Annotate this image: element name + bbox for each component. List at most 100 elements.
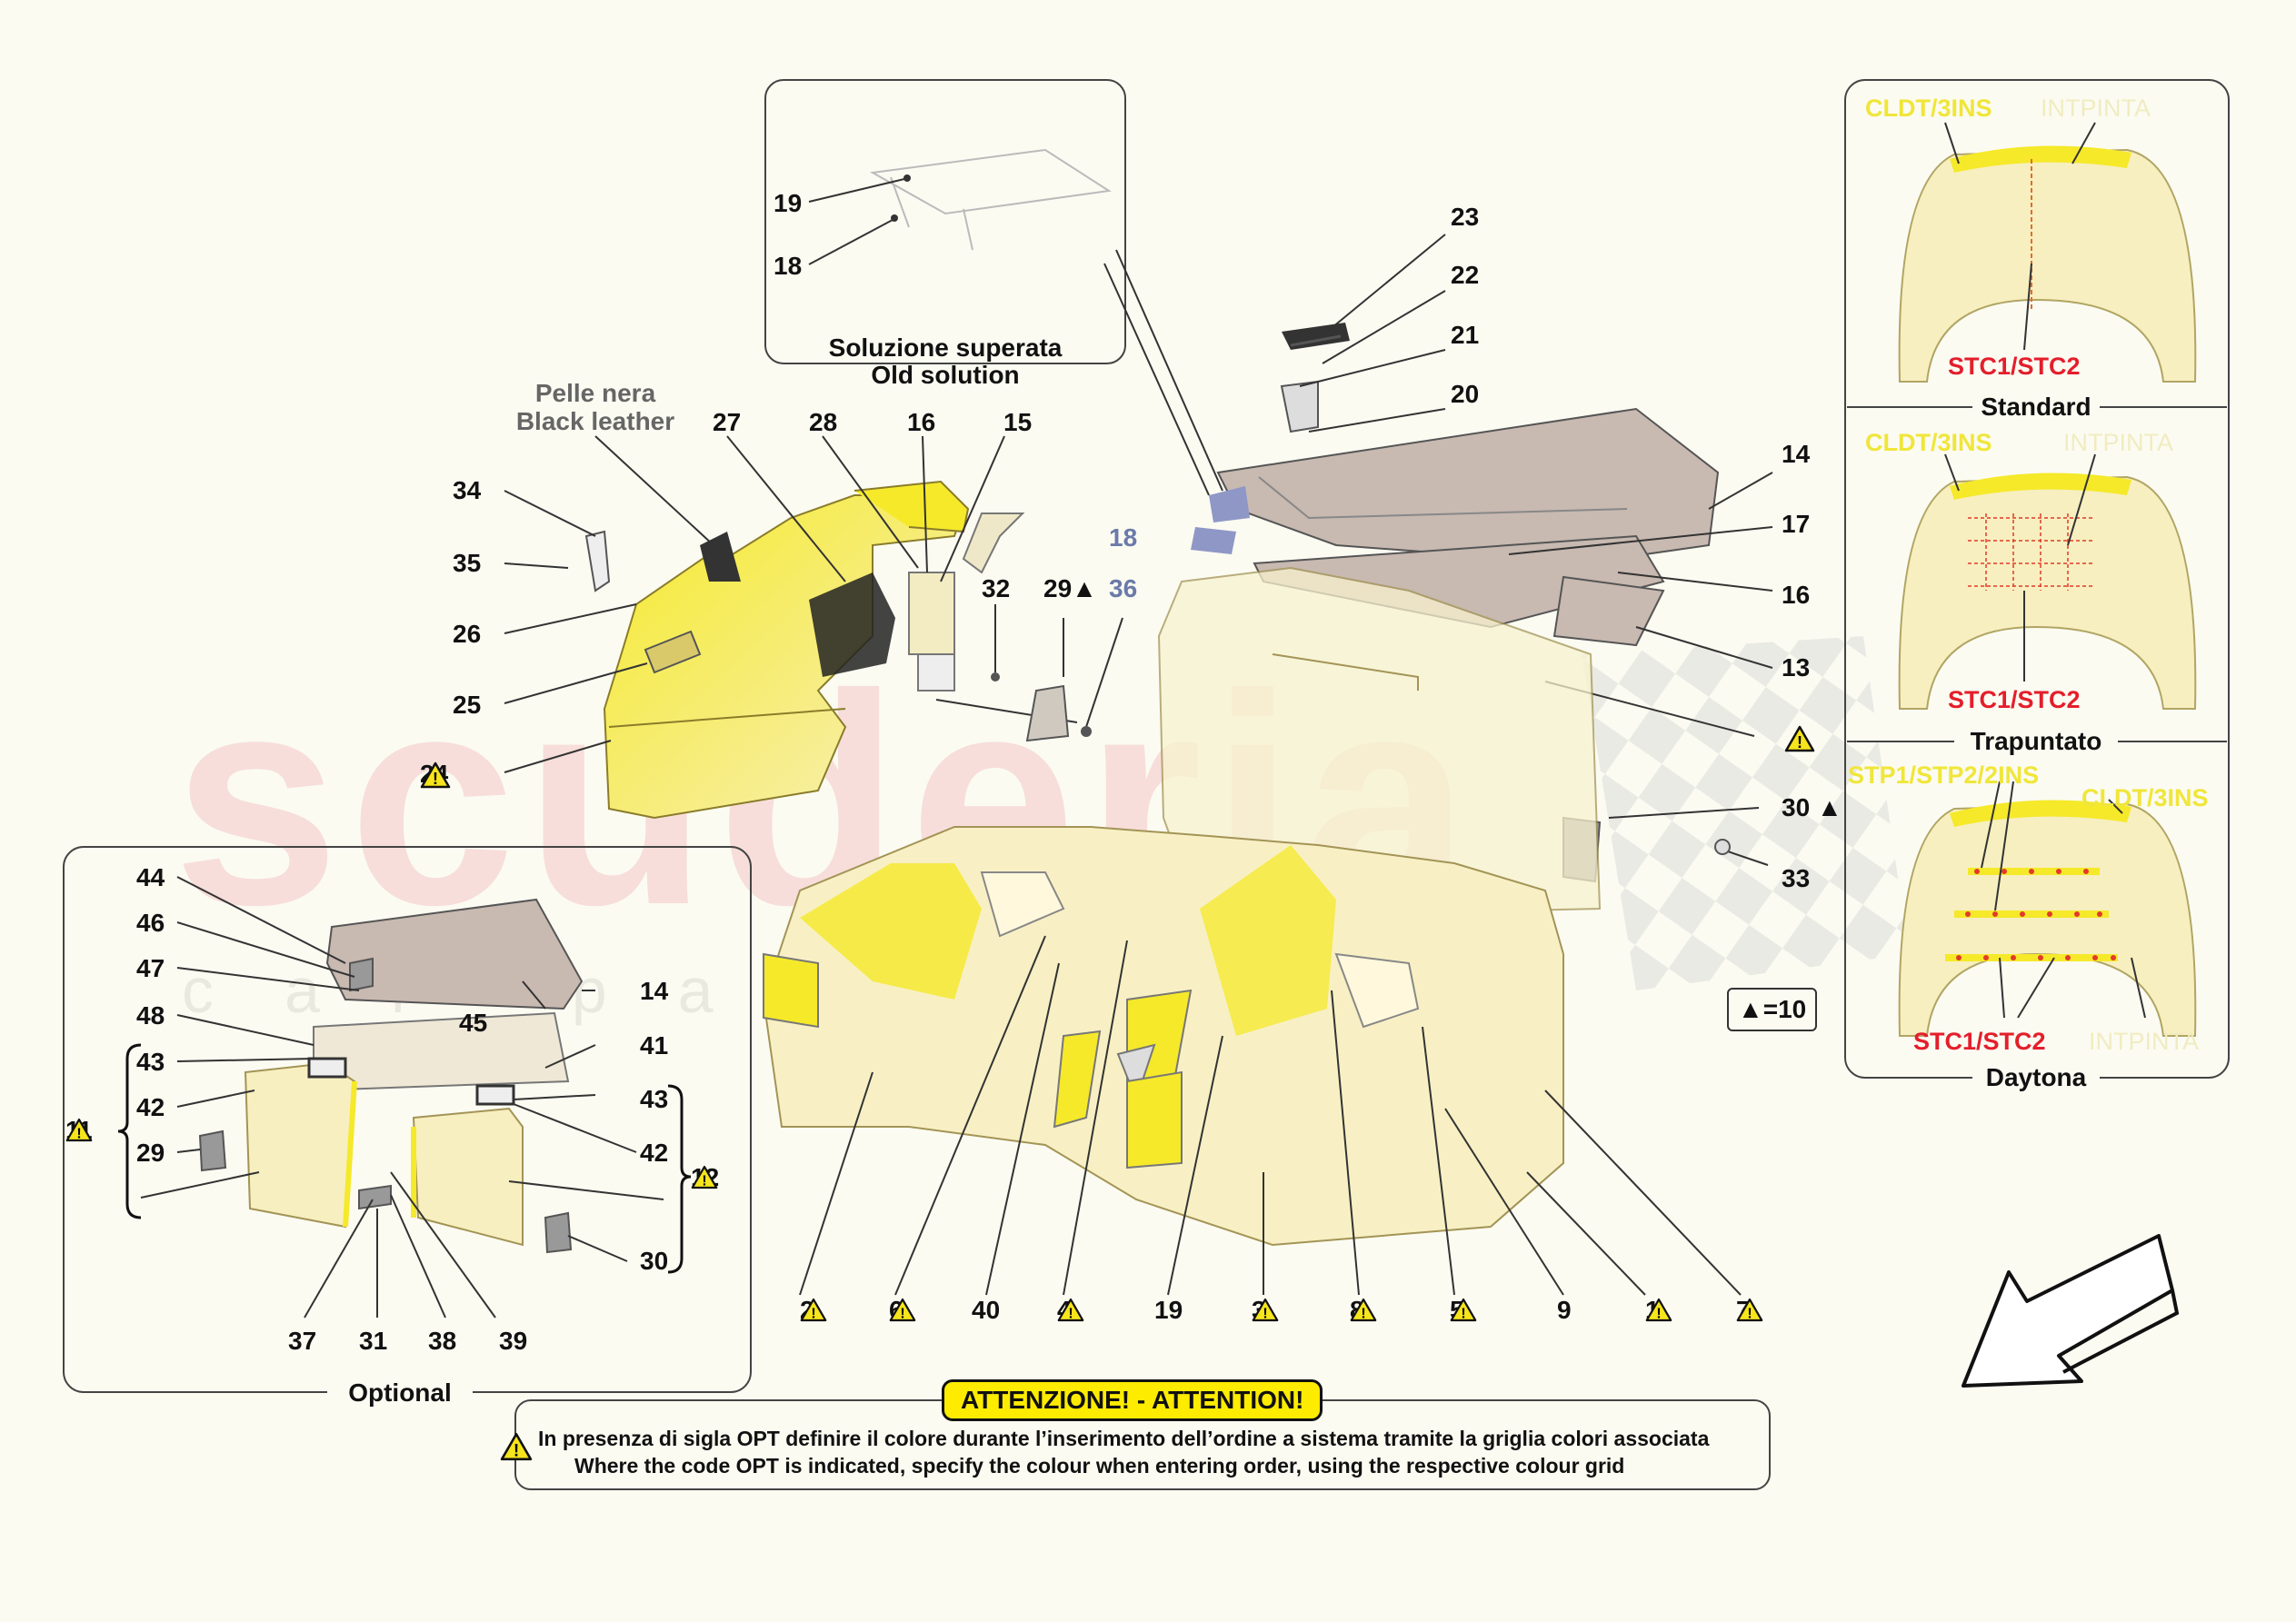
brace-12 bbox=[667, 1084, 692, 1274]
callout-17: 17 bbox=[1782, 510, 1811, 538]
callout-15: 15 bbox=[1003, 408, 1033, 436]
triangle-icon: ▲ bbox=[1072, 574, 1097, 602]
checkered-flag-watermark bbox=[1582, 636, 1909, 990]
warning-icon: ! bbox=[800, 1298, 827, 1321]
opt-callout-29: 29 bbox=[136, 1139, 165, 1167]
leather-note-it: Pelle nera bbox=[534, 379, 656, 407]
svg-text:!: ! bbox=[1361, 1306, 1365, 1321]
svg-text:!: ! bbox=[1263, 1306, 1267, 1321]
opt-callout-31: 31 bbox=[359, 1327, 388, 1355]
callout-14: 14 bbox=[1782, 440, 1811, 468]
warning-icon: ! bbox=[1350, 1298, 1377, 1321]
opt-callout-43-left: 43 bbox=[136, 1048, 165, 1076]
variant-daytona-sketch bbox=[1898, 800, 2197, 1037]
warning-icon: ! bbox=[65, 1118, 93, 1141]
callout-3: 3 ! bbox=[1252, 1298, 1279, 1323]
callout-16-left: 16 bbox=[907, 408, 936, 436]
callout-20: 20 bbox=[1451, 380, 1480, 408]
opt-callout-12: 12! bbox=[691, 1165, 719, 1190]
callout-1: 1 ! bbox=[1645, 1298, 1672, 1323]
legend-value: =10 bbox=[1762, 995, 1807, 1023]
callout-6: 6 ! bbox=[889, 1298, 916, 1323]
callout-18-shelf: 18 bbox=[1109, 523, 1138, 552]
callout-13: 13 bbox=[1782, 653, 1811, 682]
standard-cap-yellow: CLDT/3INS bbox=[1865, 95, 1992, 122]
clip-29 bbox=[1025, 684, 1070, 742]
callout-19: 19 bbox=[1154, 1296, 1183, 1324]
opt-callout-41: 41 bbox=[640, 1031, 669, 1060]
callout-28: 28 bbox=[809, 408, 838, 436]
opt-callout-43-right: 43 bbox=[640, 1085, 669, 1113]
callout-23: 23 bbox=[1451, 203, 1480, 231]
callout-35: 35 bbox=[453, 549, 482, 577]
parcel-shelf bbox=[1191, 323, 1720, 647]
callout-36: 36 bbox=[1109, 574, 1138, 602]
trapuntato-cap-pale: INTPINTA bbox=[2063, 429, 2173, 456]
opt-callout-14: 14 bbox=[640, 977, 669, 1005]
attention-title: ATTENZIONE! - ATTENTION! bbox=[942, 1379, 1323, 1421]
warning-icon: ! bbox=[1450, 1298, 1477, 1321]
warning-icon: ! bbox=[1057, 1298, 1084, 1321]
opt-callout-45: 45 bbox=[459, 1009, 488, 1037]
standard-cap-pale: INTPINTA bbox=[2041, 95, 2151, 122]
warning-icon: ! bbox=[500, 1432, 533, 1461]
warning-icon: ! bbox=[1252, 1298, 1279, 1321]
callout-old-19: 19 bbox=[774, 189, 803, 217]
svg-text:!: ! bbox=[1656, 1306, 1661, 1321]
callout-5: 5 ! bbox=[1450, 1298, 1477, 1323]
warning-icon: ! bbox=[1736, 1298, 1763, 1321]
svg-text:!: ! bbox=[433, 770, 438, 788]
svg-text:!: ! bbox=[514, 1442, 519, 1461]
optional-panel-title: Optional bbox=[327, 1379, 473, 1407]
warning-icon: ! bbox=[1645, 1298, 1672, 1321]
daytona-cap-yellow-2: CLDT/3INS bbox=[2081, 784, 2209, 811]
variant-title-daytona: Daytona bbox=[1972, 1064, 2100, 1091]
attention-text-it: In presenza di sigla OPT definire il col… bbox=[538, 1427, 1710, 1450]
old-solution-title-en: Old solution bbox=[871, 361, 1020, 389]
variant-title-trapuntato: Trapuntato bbox=[1954, 728, 2118, 755]
opt-callout-30: 30 bbox=[640, 1247, 669, 1275]
direction-arrow bbox=[1962, 1234, 2174, 1388]
bracket-34 bbox=[584, 530, 611, 592]
callout-21: 21 bbox=[1451, 321, 1480, 349]
rear-seatback bbox=[1157, 566, 1602, 920]
standard-cap-red: STC1/STC2 bbox=[1948, 353, 2081, 380]
old-solution-title-it: Soluzione superata bbox=[828, 333, 1063, 362]
optional-sketch bbox=[198, 898, 584, 1254]
svg-text:!: ! bbox=[1068, 1306, 1073, 1321]
svg-text:!: ! bbox=[900, 1306, 904, 1321]
callout-29-triangle: 29▲ bbox=[1043, 576, 1097, 602]
trapuntato-cap-yellow: CLDT/3INS bbox=[1865, 429, 1992, 456]
opt-callout-48: 48 bbox=[136, 1001, 165, 1030]
callout-old-18: 18 bbox=[774, 252, 803, 280]
callout-30-triangle: 30 ▲ bbox=[1782, 795, 1842, 821]
callout-4: 4 ! bbox=[1057, 1298, 1084, 1323]
daytona-cap-red: STC1/STC2 bbox=[1913, 1028, 2046, 1055]
warning-icon: ! bbox=[1784, 725, 1815, 752]
callout-16-right: 16 bbox=[1782, 581, 1811, 609]
callout-32: 32 bbox=[982, 574, 1011, 602]
svg-text:!: ! bbox=[1797, 733, 1802, 751]
warning-icon: ! bbox=[889, 1298, 916, 1321]
left-quarter-trim bbox=[603, 480, 1025, 820]
opt-callout-44: 44 bbox=[136, 863, 165, 891]
callout-24: ! 24 bbox=[420, 761, 451, 789]
opt-callout-37: 37 bbox=[288, 1327, 317, 1355]
variant-trapuntato-sketch bbox=[1898, 473, 2197, 710]
callout-triangle-warning: ▲ ! bbox=[1784, 725, 1815, 752]
lower-rear-trim bbox=[762, 826, 1564, 1247]
warning-icon: ! bbox=[691, 1165, 718, 1189]
callout-33: 33 bbox=[1782, 864, 1811, 892]
callout-7: 7 ! bbox=[1736, 1298, 1763, 1323]
brace-11 bbox=[117, 1043, 142, 1219]
callout-40: 40 bbox=[972, 1296, 1001, 1324]
triangle-icon: ▲ bbox=[1738, 995, 1763, 1023]
svg-text:!: ! bbox=[76, 1126, 81, 1141]
opt-callout-42-right: 42 bbox=[640, 1139, 669, 1167]
callout-34: 34 bbox=[453, 476, 482, 504]
trapuntato-cap-red: STC1/STC2 bbox=[1948, 686, 2081, 713]
opt-callout-39: 39 bbox=[499, 1327, 528, 1355]
daytona-cap-yellow: STP1/STP2/2INS bbox=[1848, 761, 2040, 789]
variant-title-standard: Standard bbox=[1972, 393, 2100, 421]
